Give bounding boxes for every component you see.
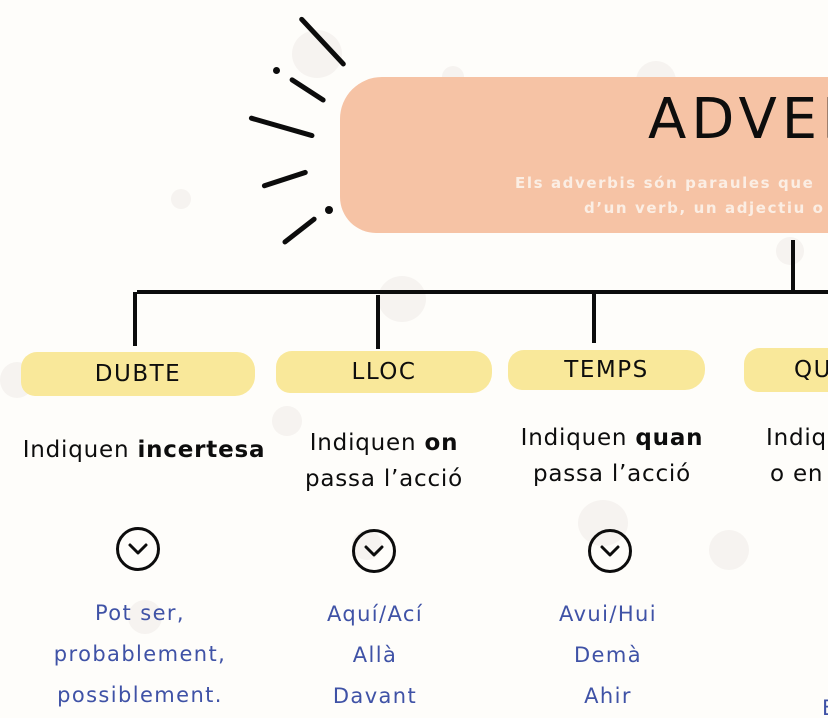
connector-horizontal: [137, 290, 828, 294]
category-description: Indiquen quan passa l’acció: [496, 420, 728, 492]
background-dot: [776, 237, 804, 265]
page-title: ADVERBIS: [648, 87, 828, 152]
chevron-down-circle-icon[interactable]: [352, 529, 396, 573]
burst-stroke-icon: [288, 76, 327, 104]
category-pill-temps: TEMPS: [508, 350, 705, 390]
examples-list: Avui/Hui Demà Ahir: [508, 594, 708, 717]
connector-title: [791, 240, 795, 292]
example-item: Aquí/Ací: [326, 602, 424, 626]
category-pill-lloc: LLOC: [276, 351, 492, 393]
connector-lloc: [376, 295, 380, 349]
example-item: Avui/Hui: [559, 602, 657, 626]
description-text: passa l’acció: [532, 461, 691, 487]
example-item: Pot ser,: [94, 601, 186, 625]
example-item: Allà: [352, 643, 398, 667]
burst-stroke-icon: [261, 169, 309, 189]
description-keyword: quan: [635, 425, 704, 451]
chevron-down-circle-icon[interactable]: [116, 527, 160, 571]
subtitle-line-2: d’un verb, un adjectiu o: [584, 199, 825, 217]
category-label: QU: [794, 357, 828, 383]
category-description: Indiquen incertesa: [0, 432, 288, 468]
description-text: Indiquen: [520, 425, 636, 451]
background-dot: [171, 189, 191, 209]
title-banner: [340, 77, 828, 233]
chevron-down-circle-icon[interactable]: [588, 529, 632, 573]
background-dot: [709, 530, 749, 570]
example-item: probablement,: [53, 642, 227, 666]
connector-dubte: [133, 292, 137, 346]
category-label: DUBTE: [94, 361, 182, 387]
subtitle-line-1: Els adverbis són paraules que: [515, 174, 815, 192]
description-keyword: incertesa: [137, 437, 266, 463]
examples-list: Pot ser, probablement, possiblement.: [20, 593, 260, 716]
background-dot: [378, 276, 426, 322]
description-text: passa l’acció: [304, 466, 463, 492]
category-label: TEMPS: [564, 357, 649, 383]
example-item: Ahir: [584, 684, 632, 708]
description-text: Indiquen: [22, 437, 138, 463]
category-label: LLOC: [351, 359, 417, 385]
connector-temps: [592, 293, 596, 343]
description-keyword: on: [424, 430, 459, 456]
burst-dot-icon: [273, 67, 280, 74]
burst-stroke-icon: [248, 115, 316, 139]
category-description: Indiq o en: [766, 420, 827, 492]
category-pill-dubte: DUBTE: [21, 352, 255, 396]
examples-list: Aquí/Ací Allà Davant: [275, 594, 475, 717]
background-dot: [128, 600, 162, 634]
example-item: Demà: [573, 643, 642, 667]
category-description: Indiquen on passa l’acció: [264, 425, 504, 497]
examples-list: E: [822, 688, 828, 718]
description-text: Indiquen: [309, 430, 425, 456]
example-item: Davant: [332, 684, 418, 708]
example-item: possiblement.: [57, 683, 223, 707]
category-pill-quantitat: QU: [744, 348, 828, 392]
example-item: E: [822, 688, 828, 718]
burst-stroke-icon: [281, 215, 318, 246]
description-text: o en: [770, 461, 824, 487]
description-text: Indiq: [766, 425, 827, 451]
background-dot: [272, 406, 302, 436]
burst-dot-icon: [325, 206, 333, 214]
